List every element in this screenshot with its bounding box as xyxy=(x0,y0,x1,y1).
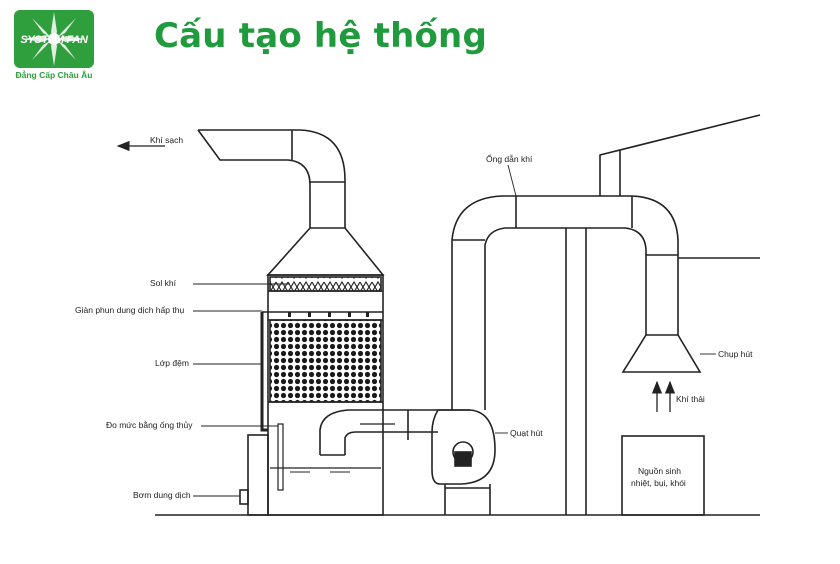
logo: SYSTEM FAN Đẳng Cấp Châu Âu xyxy=(12,10,96,82)
outlet-duct xyxy=(198,129,346,228)
starburst-icon xyxy=(22,12,86,66)
building-column xyxy=(565,228,587,515)
pump-housing xyxy=(247,434,269,516)
label-source-line1: Nguồn sinh xyxy=(638,466,681,476)
label-fan: Quạt hút xyxy=(510,428,543,438)
roof-line xyxy=(599,114,761,196)
label-level-gauge: Đo mức bằng ống thủy xyxy=(106,420,193,430)
logo-brand: SYSTEM FAN xyxy=(20,34,88,46)
source-box xyxy=(621,435,705,516)
scrubber-tower xyxy=(267,274,384,516)
label-packing: Lớp đệm xyxy=(155,358,189,368)
label-exhaust: Khí thải xyxy=(676,394,705,404)
label-duct: Ống dẫn khí xyxy=(486,153,533,164)
label-hood: Chụp hút xyxy=(718,349,753,359)
fan-duct xyxy=(319,409,470,455)
main-duct xyxy=(451,195,679,410)
packing-layer xyxy=(269,319,382,403)
logo-tagline: Đẳng Cấp Châu Âu xyxy=(15,70,93,80)
logo-badge: SYSTEM FAN xyxy=(14,10,94,68)
tower-cone xyxy=(266,227,385,276)
exhaust-hood xyxy=(621,334,702,373)
label-pump: Bơm dung dịch xyxy=(133,490,191,500)
leader-lines xyxy=(193,164,716,497)
label-clean-air: Khí sạch xyxy=(150,135,183,145)
label-source-line2: nhiệt, bụi, khói xyxy=(631,478,686,488)
page-title: Cấu tạo hệ thống xyxy=(154,16,487,56)
spray-nozzles xyxy=(288,312,369,317)
label-spray-rack: Giàn phun dung dịch hấp thụ xyxy=(75,305,184,315)
fan-housing xyxy=(431,409,496,485)
label-mist: Sol khí xyxy=(150,278,177,288)
scrubber-outline xyxy=(155,114,761,516)
